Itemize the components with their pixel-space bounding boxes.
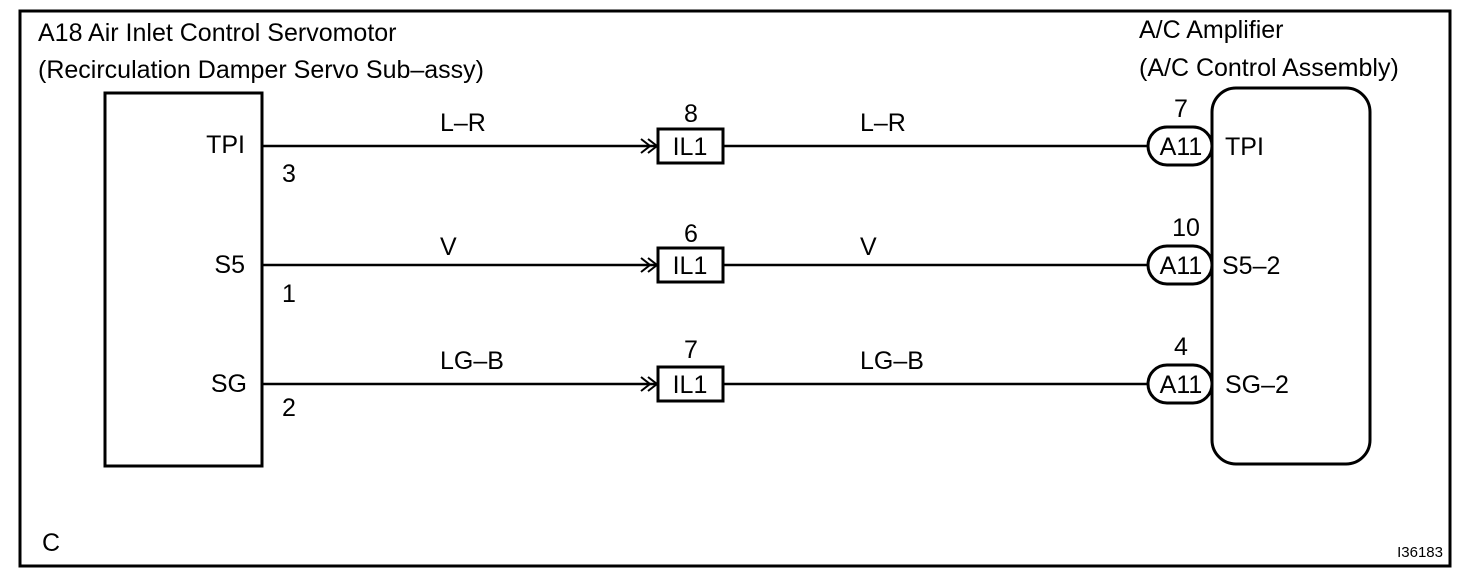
circuit-row-sg: SG 2 LG–B IL1 7 LG–B A11 4 SG–2: [211, 333, 1289, 422]
right-connector-label: A11: [1160, 252, 1203, 280]
figure-code: I36183: [1397, 544, 1443, 561]
wire-color-right: L–R: [860, 109, 906, 137]
junction-pin-number: 7: [684, 336, 698, 364]
left-terminal-label: S5: [214, 251, 245, 279]
junction-connector-box: [656, 365, 725, 403]
junction-pin-number: 6: [684, 220, 698, 248]
junction-connector-label: IL1: [673, 252, 708, 280]
right-terminal-label: TPI: [1225, 133, 1264, 161]
right-terminal-label: S5–2: [1222, 252, 1280, 280]
left-component-title: A18 Air Inlet Control Servomotor: [38, 19, 397, 47]
junction-pin-number: 8: [684, 100, 698, 128]
right-connector-label: A11: [1160, 133, 1203, 161]
right-connector-label: A11: [1160, 371, 1203, 399]
right-connector-pill: [1146, 125, 1214, 167]
junction-connector-label: IL1: [673, 371, 708, 399]
right-pin-number: 7: [1174, 95, 1188, 123]
right-connector-pill: [1146, 363, 1214, 405]
left-component-box: [103, 91, 264, 468]
wire-color-left: L–R: [440, 109, 486, 137]
right-terminal-label: SG–2: [1225, 371, 1289, 399]
right-pin-number: 4: [1174, 333, 1188, 361]
circuit-row-tpi: TPI 3 L–R IL1 8 L–R A11 7 TPI: [206, 95, 1264, 188]
wire-color-right: LG–B: [860, 347, 924, 375]
left-pin-number: 1: [282, 280, 296, 308]
right-component-title: A/C Amplifier: [1139, 16, 1283, 44]
left-pin-number: 2: [282, 394, 296, 422]
left-terminal-label: SG: [211, 370, 247, 398]
wire-color-left: V: [440, 233, 457, 261]
junction-connector-label: IL1: [673, 133, 708, 161]
right-component-subtitle: (A/C Control Assembly): [1139, 54, 1399, 82]
circuit-row-s5: S5 1 V IL1 6 V A11 10 S5–2: [214, 214, 1280, 308]
wire-color-right: V: [860, 233, 877, 261]
left-component-subtitle: (Recirculation Damper Servo Sub–assy): [38, 56, 484, 84]
wire-color-left: LG–B: [440, 347, 504, 375]
left-terminal-label: TPI: [206, 131, 245, 159]
left-pin-number: 3: [282, 160, 296, 188]
junction-connector-box: [656, 127, 725, 165]
diagram-frame: [18, 9, 1452, 568]
corner-letter: C: [42, 529, 60, 557]
right-component-box: [1210, 86, 1372, 466]
right-connector-pill: [1146, 244, 1214, 286]
right-pin-number: 10: [1172, 214, 1200, 242]
